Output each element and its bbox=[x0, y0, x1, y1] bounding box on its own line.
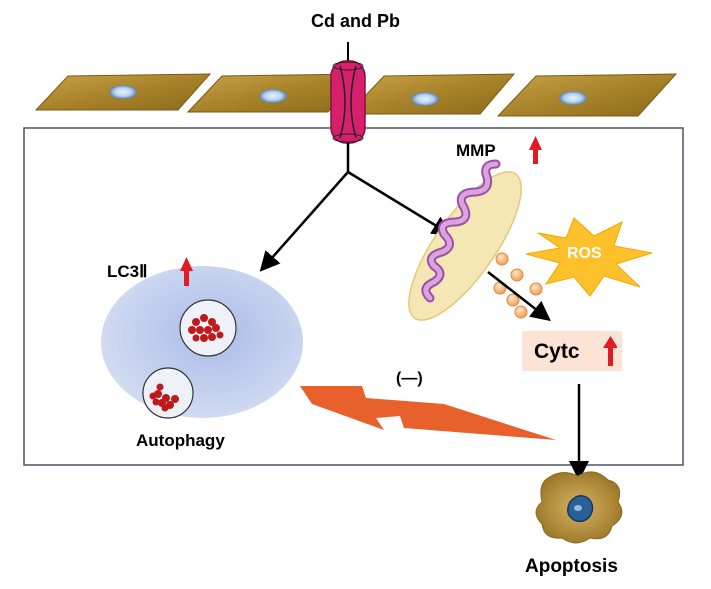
apoptotic-cell-icon bbox=[535, 471, 623, 544]
cytc-label: Cytc bbox=[534, 340, 580, 363]
increase-arrow-icon bbox=[603, 336, 617, 366]
apoptosis-label: Apoptosis bbox=[525, 556, 618, 577]
arrow-to-autophagy bbox=[259, 171, 349, 272]
mmp-label: MMP bbox=[456, 141, 496, 160]
ros-label: ROS bbox=[567, 245, 602, 262]
increase-arrow-icon bbox=[529, 136, 542, 164]
ros-burst-icon bbox=[525, 217, 653, 297]
autophagy-label: Autophagy bbox=[136, 431, 225, 450]
cytc-box bbox=[522, 331, 622, 371]
inhibition-lightning-icon bbox=[300, 386, 556, 440]
lc3-label: LC3Ⅱ bbox=[107, 262, 148, 281]
epithelial-cell bbox=[496, 73, 678, 117]
autophagosome bbox=[142, 367, 194, 419]
nucleus-icon bbox=[411, 92, 439, 106]
arrow-to-cytc bbox=[487, 271, 551, 322]
arrow-to-mitochondrion bbox=[347, 170, 453, 236]
inhibition-label: (—) bbox=[396, 370, 423, 387]
membrane-channel-icon bbox=[330, 42, 366, 172]
nucleus-icon bbox=[559, 91, 587, 105]
mitochondrion-icon bbox=[408, 159, 522, 321]
cell-layer bbox=[34, 73, 678, 117]
nucleus-icon bbox=[109, 85, 137, 99]
nucleus-icon bbox=[259, 89, 287, 103]
cargo-dots bbox=[149, 314, 224, 412]
stimulus-label: Cd and Pb bbox=[311, 11, 400, 31]
increase-arrow-icon bbox=[180, 257, 193, 286]
autophagy-compartment bbox=[101, 266, 303, 419]
